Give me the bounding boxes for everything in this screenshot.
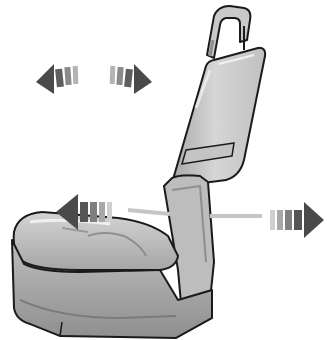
- headrest: [207, 6, 250, 58]
- backrest: [174, 48, 266, 186]
- curved-double-arrow-icon: [36, 64, 152, 94]
- arrow-right-icon: [270, 202, 324, 238]
